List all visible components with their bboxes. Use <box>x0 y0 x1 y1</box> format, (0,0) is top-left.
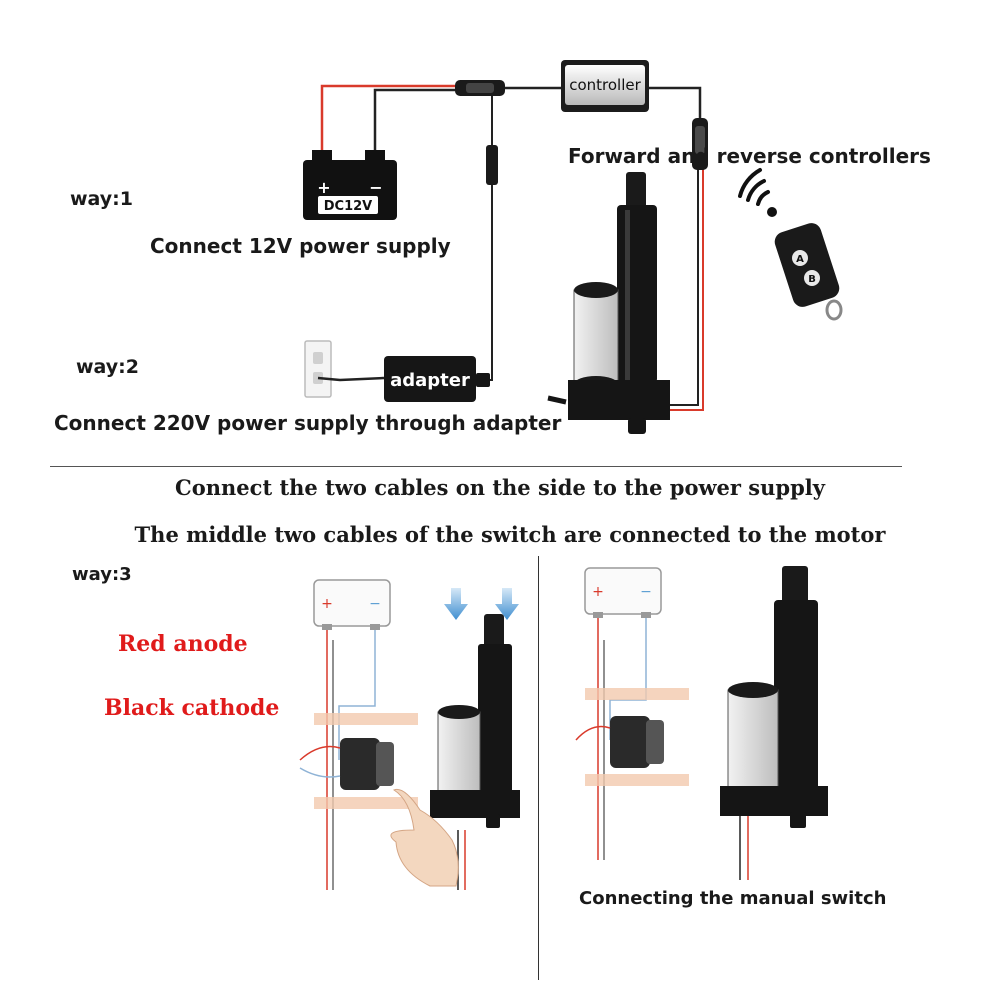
mount-brackets-right <box>585 688 689 786</box>
wireless-signal-icon <box>738 168 777 217</box>
battery-minus: − <box>369 178 382 197</box>
way2-label: way:2 <box>76 356 139 378</box>
rocker-switch-right <box>575 716 664 768</box>
inline-connector <box>455 80 505 185</box>
psu-left-plus: + <box>321 596 333 612</box>
instruction-line-1: Connect the two cables on the side to th… <box>175 475 825 500</box>
red-anode-label: Red anode <box>118 631 248 657</box>
battery-icon <box>303 150 397 220</box>
adapter-label: adapter <box>390 370 470 391</box>
instruction-line-2: The middle two cables of the switch are … <box>134 522 886 547</box>
way1-wiring <box>320 84 704 411</box>
rocker-switch-left <box>299 738 394 790</box>
psu-right-plus: + <box>592 584 604 600</box>
controller-box <box>561 60 649 112</box>
mount-brackets-left <box>314 713 418 809</box>
black-cathode-label: Black cathode <box>104 695 280 721</box>
actuator-right <box>720 566 828 828</box>
finger-icon <box>390 788 459 887</box>
way3-caption: Connecting the manual switch <box>579 888 887 909</box>
remote-button-a: A <box>796 254 804 265</box>
power-supply-right <box>584 567 662 618</box>
remote-button-b: B <box>808 274 816 285</box>
psu-right-minus: − <box>640 584 652 600</box>
actuator-left <box>430 614 520 828</box>
way3-divider <box>538 556 539 980</box>
power-supply-left <box>313 579 391 630</box>
way2-caption: Connect 220V power supply through adapte… <box>54 411 562 435</box>
section-divider <box>50 466 902 467</box>
way1-caption: Connect 12V power supply <box>150 234 451 258</box>
actuator-top <box>547 172 670 434</box>
way3-label: way:3 <box>72 564 132 585</box>
remote-control-icon <box>774 223 843 321</box>
way1-label: way:1 <box>70 188 133 210</box>
controller-label: controller <box>569 76 641 94</box>
controller-caption: Forward and reverse controllers <box>568 144 931 168</box>
battery-label: DC12V <box>324 199 372 214</box>
output-connector <box>692 118 708 170</box>
wall-outlet-icon <box>304 340 385 398</box>
psu-left-minus: − <box>369 596 381 612</box>
battery-plus: + <box>317 178 330 197</box>
press-arrows <box>444 588 519 620</box>
adapter-box <box>384 356 490 402</box>
